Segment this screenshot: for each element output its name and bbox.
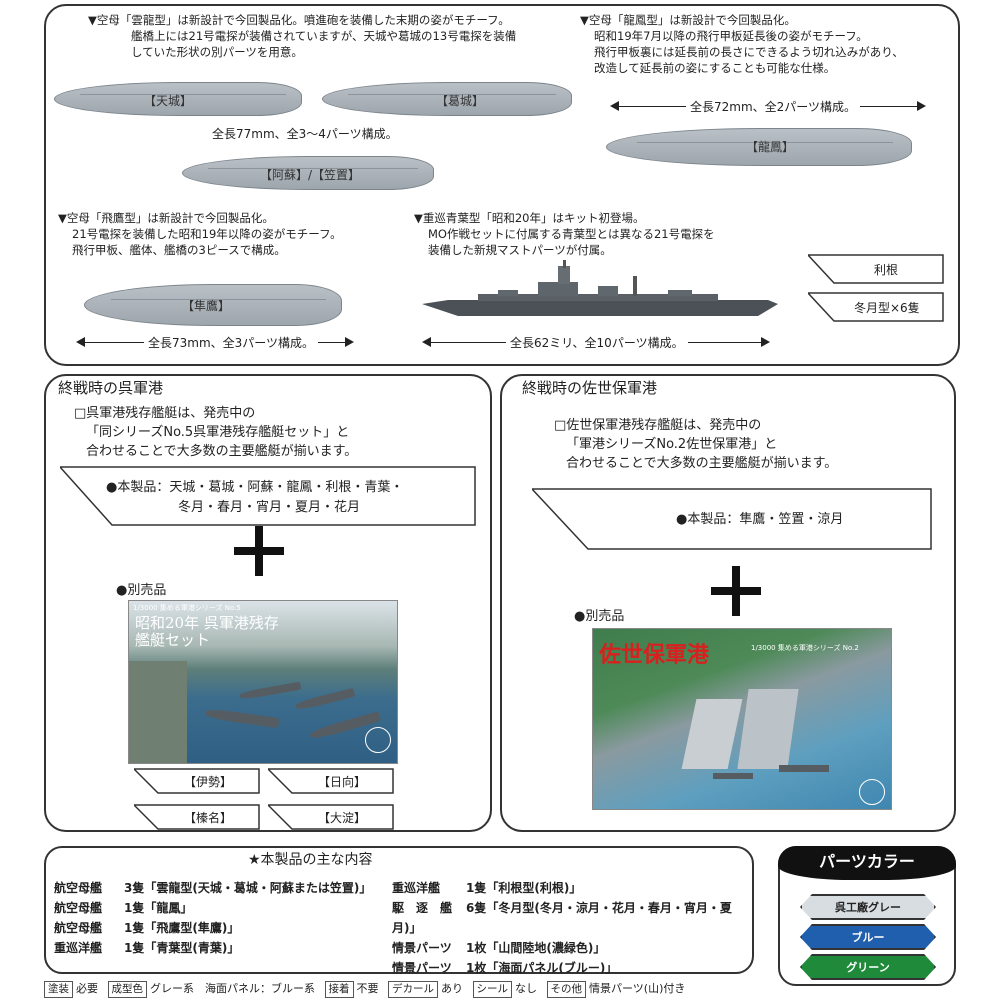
parts-color-title: パーツカラー: [778, 846, 956, 880]
kure-ship-haruna: 【榛名】: [134, 804, 260, 830]
sasebo-panel: 終戦時の佐世保軍港 □佐世保軍港残存艦艇は、発売中の 「軍港シリーズNo.2佐世…: [500, 374, 956, 832]
ryuho-length: 全長72mm、全2パーツ構成。: [686, 98, 861, 115]
unryu-length: 全長77mm、全3～4パーツ構成。: [212, 127, 398, 141]
kure-ship-ise: 【伊勢】: [134, 768, 260, 794]
tone-tag: 利根: [808, 254, 944, 284]
contents-title: ★本製品の主な内容: [248, 852, 373, 868]
hiyo-note: ▼空母「飛鷹型」は新設計で今回製品化。 21号電探を装備した昭和19年以降の姿が…: [58, 211, 342, 257]
sasebo-title: 終戦時の佐世保軍港: [522, 379, 658, 397]
parts-color-gray: 呉工廠グレー: [800, 894, 936, 920]
ryuho-note: ▼空母「龍鳳型」は新設計で今回製品化。 昭和19年7月以降の飛行甲板延長後の姿が…: [580, 13, 904, 75]
aoba-cruiser-image: [422, 260, 778, 316]
parts-color-green: グリーン: [800, 954, 936, 980]
aoba-length: 全長62ミリ、全10パーツ構成。: [506, 334, 688, 351]
katsuragi-hull: [322, 82, 572, 116]
sasebo-harbor-box-image: 佐世保軍港 1/3000 集める軍港シリーズ No.2: [592, 628, 892, 810]
decal-tag: デカール: [388, 981, 438, 998]
aso-label: 【阿蘇】/【笠置】: [260, 168, 361, 182]
sasebo-plus-h: [711, 587, 761, 595]
kure-desc: □呉軍港残存艦艇は、発売中の 「同シリーズNo.5呉軍港残存艦艇セット」と 合わ…: [74, 406, 358, 459]
unryu-note: ▼空母「雲龍型」は新設計で今回製品化。噴進砲を装備した末期の姿がモチーフ。 艦橋…: [88, 13, 517, 59]
kure-separate-label: ●別売品: [116, 583, 167, 598]
carrier-details-panel: ▼空母「雲龍型」は新設計で今回製品化。噴進砲を装備した末期の姿がモチーフ。 艦橋…: [44, 4, 960, 366]
sasebo-product-box: ●本製品：隼鷹・笠置・涼月: [532, 488, 932, 550]
ryuho-label: 【龍鳳】: [746, 140, 795, 154]
aso-hull: [182, 156, 434, 190]
spec-legend: 塗装必要 成型色グレー系 海面パネル：ブルー系 接着不要 デカールあり シールな…: [44, 980, 685, 998]
kure-set-box-image: 1/3000 集める軍港シリーズ No.5 昭和20年 呉軍港残存艦艇セット: [128, 600, 398, 764]
ryuho-hull: [606, 128, 912, 166]
parts-color-panel: パーツカラー 呉工廠グレー ブルー グリーン: [778, 846, 956, 986]
junyo-label: 【隼鷹】: [182, 299, 231, 313]
molded-color-tag: 成型色: [107, 981, 147, 998]
junyo-hull: [84, 284, 342, 326]
sasebo-desc: □佐世保軍港残存艦艇は、発売中の 「軍港シリーズNo.2佐世保軍港」と 合わせる…: [554, 418, 838, 471]
fuyuzuki-tag: 冬月型×6隻: [808, 292, 944, 322]
kure-ship-hyuga: 【日向】: [268, 768, 394, 794]
painting-tag: 塗装: [44, 981, 73, 998]
glue-tag: 接着: [324, 981, 354, 998]
katsuragi-label: 【葛城】: [436, 94, 485, 108]
kure-title: 終戦時の呉軍港: [58, 379, 164, 397]
amagi-hull: [54, 82, 302, 116]
kure-product-box: ●本製品：天城・葛城・阿蘇・龍鳳・利根・青葉・ 冬月・春月・宵月・夏月・花月: [60, 466, 476, 526]
sasebo-separate-label: ●別売品: [574, 609, 625, 624]
seal-tag: シール: [472, 981, 512, 998]
amagi-label: 【天城】: [144, 94, 193, 108]
ryuho-length-arrow: 全長72mm、全2パーツ構成。: [610, 98, 926, 115]
hiyo-length: 全長73mm、全3パーツ構成。: [144, 334, 319, 351]
kure-plus-h: [234, 547, 284, 555]
parts-color-blue: ブルー: [800, 924, 936, 950]
hiyo-length-arrow: 全長73mm、全3パーツ構成。: [76, 334, 354, 351]
other-tag: その他: [546, 981, 586, 998]
aoba-length-arrow: 全長62ミリ、全10パーツ構成。: [422, 334, 770, 351]
kure-panel: 終戦時の呉軍港 □呉軍港残存艦艇は、発売中の 「同シリーズNo.5呉軍港残存艦艇…: [44, 374, 492, 832]
kure-ship-oyodo: 【大淀】: [268, 804, 394, 830]
aoba-note: ▼重巡青葉型「昭和20年」はキット初登場。 MO作戦セットに付属する青葉型とは異…: [414, 211, 715, 257]
